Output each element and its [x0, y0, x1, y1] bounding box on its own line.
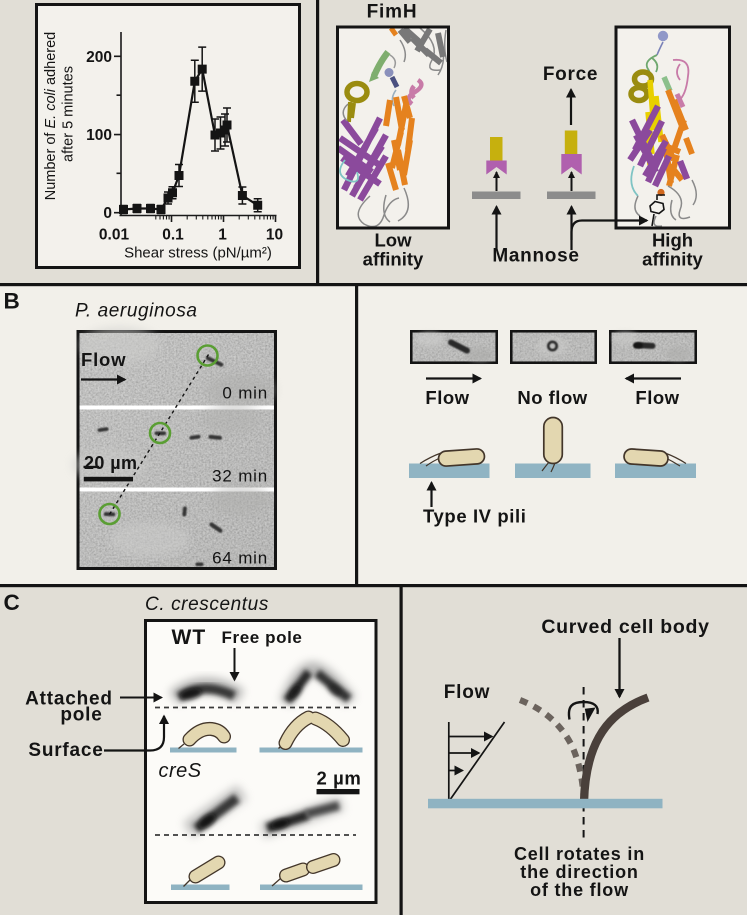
svg-text:affinity: affinity: [363, 249, 424, 270]
svg-text:No flow: No flow: [517, 387, 587, 408]
svg-text:the direction: the direction: [520, 862, 638, 882]
svg-text:of the flow: of the flow: [530, 880, 629, 900]
svg-text:10: 10: [266, 227, 283, 244]
svg-text:0: 0: [103, 205, 112, 222]
svg-text:FimH: FimH: [367, 2, 418, 23]
svg-text:64 min: 64 min: [212, 549, 268, 568]
svg-text:2 µm: 2 µm: [317, 768, 362, 789]
svg-text:1: 1: [218, 227, 227, 244]
svg-text:Number of E. coli adhered af: Number of E. coli adhered after 5 minute…: [43, 28, 77, 201]
svg-text:Low: Low: [375, 230, 413, 251]
svg-text:B: B: [4, 289, 20, 314]
svg-text:High: High: [652, 230, 693, 251]
svg-text:Flow: Flow: [635, 387, 679, 408]
svg-text:Force: Force: [543, 64, 598, 85]
svg-text:Free pole: Free pole: [222, 628, 303, 647]
svg-text:Curved cell body: Curved cell body: [541, 616, 709, 638]
svg-text:Mannose: Mannose: [492, 246, 579, 267]
svg-text:Shear stress (pN/µm²): Shear stress (pN/µm²): [124, 245, 272, 262]
svg-text:affinity: affinity: [642, 249, 703, 270]
svg-text:0 min: 0 min: [222, 384, 268, 403]
svg-text:100: 100: [86, 127, 112, 144]
svg-text:C: C: [4, 590, 20, 615]
svg-text:0.01: 0.01: [99, 227, 130, 244]
svg-text:pole: pole: [60, 705, 102, 726]
svg-text:creS: creS: [159, 760, 202, 782]
svg-text:200: 200: [86, 49, 112, 66]
svg-text:Cell rotates in: Cell rotates in: [514, 844, 645, 864]
svg-text:Flow: Flow: [444, 682, 490, 703]
svg-text:Flow: Flow: [81, 349, 126, 370]
svg-text:WT: WT: [172, 626, 207, 649]
svg-text:Flow: Flow: [425, 387, 469, 408]
svg-text:Surface: Surface: [28, 740, 103, 761]
svg-text:Attached: Attached: [25, 689, 113, 710]
svg-text:32 min: 32 min: [212, 467, 268, 486]
svg-text:C. crescentus: C. crescentus: [145, 594, 269, 615]
svg-text:0.1: 0.1: [162, 227, 184, 244]
svg-text:P. aeruginosa: P. aeruginosa: [75, 301, 198, 322]
svg-text:Type IV pili: Type IV pili: [423, 506, 527, 527]
svg-text:20 µm: 20 µm: [84, 453, 137, 473]
